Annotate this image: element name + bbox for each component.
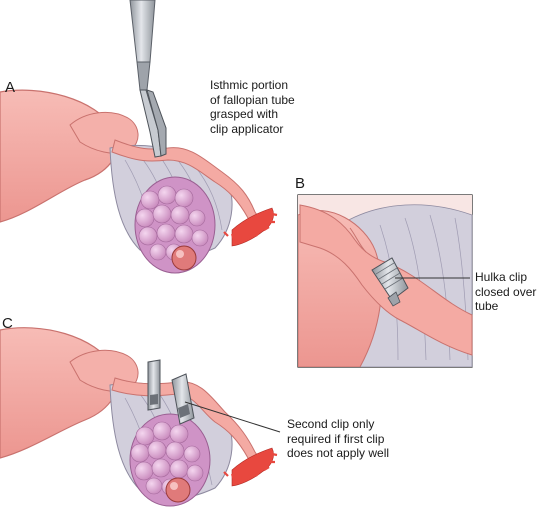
- uterus-c: [0, 327, 119, 459]
- panel-c-drawing: [0, 327, 278, 507]
- panel-label-c: C: [2, 315, 13, 332]
- leader-line-second-clip: [184, 401, 281, 433]
- panel-a-drawing: [0, 0, 278, 274]
- callout-clip-applicator: Isthmic portion of fallopian tube graspe…: [210, 78, 295, 136]
- first-clip-c: [147, 359, 161, 411]
- ovary-a: [134, 176, 216, 274]
- corpus-luteum-c: [165, 477, 191, 503]
- corpus-luteum-a: [171, 245, 197, 271]
- panel-b-zoom: [297, 194, 473, 368]
- panel-label-b: B: [295, 175, 306, 192]
- fimbriae-c: [223, 447, 278, 487]
- clip-applicator-instrument: [129, 0, 167, 158]
- ovary-c: [129, 413, 211, 507]
- callout-second-clip: Second clip only required if first clip …: [287, 417, 390, 460]
- callout-hulka-clip: Hulka clip closed over tube: [475, 270, 537, 313]
- uterus-a: [0, 89, 119, 223]
- second-clip-c: [171, 373, 195, 425]
- hulka-clip: [371, 257, 409, 307]
- panel-label-a: A: [5, 79, 16, 96]
- fimbriae-a: [223, 207, 278, 247]
